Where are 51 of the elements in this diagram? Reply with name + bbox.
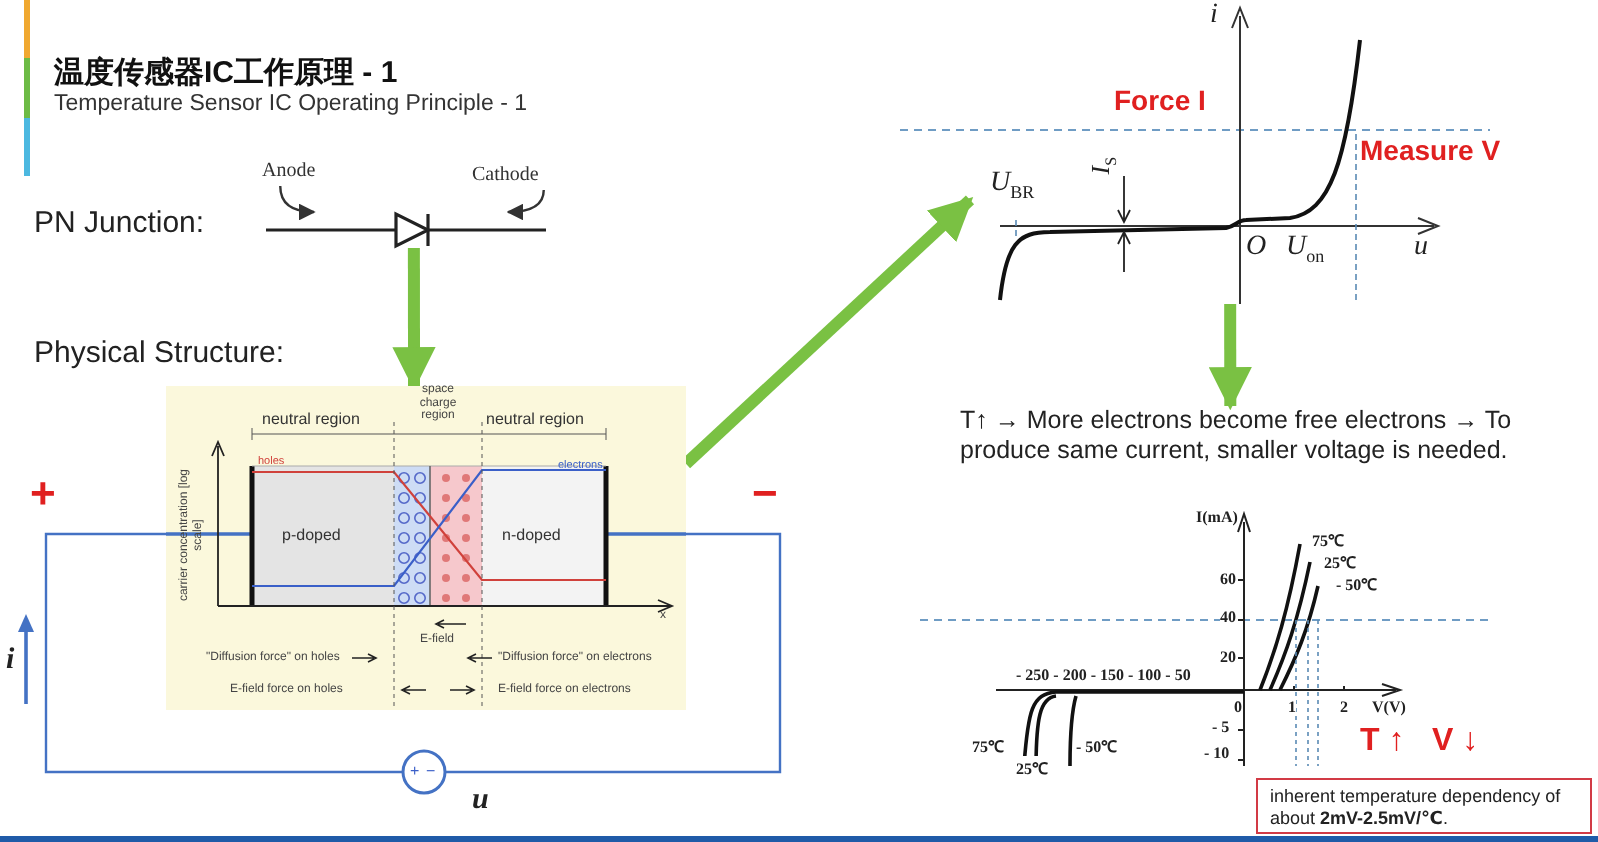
curve-label: - 50℃ [1336, 572, 1378, 594]
curve-label: 75℃ [1312, 528, 1344, 550]
region-label: p-doped [282, 526, 341, 544]
explanation-text: T↑ → More electrons become free electrons → To produce same current, smaller voltage is needed. [960, 406, 1514, 466]
tick-label: - 10 [1204, 744, 1230, 762]
region-label: neutral region [486, 410, 586, 428]
curve-label: 75℃ [972, 734, 1004, 756]
tick-label: - 5 [1212, 718, 1230, 736]
axis-label: O [1246, 232, 1267, 264]
voltage-label: U$_{BR}$ [990, 168, 1035, 202]
axis-label: i [1210, 0, 1218, 32]
tick-label: 1 [1288, 698, 1296, 716]
polarity-sign: − [426, 764, 436, 780]
electrode-label: Anode [262, 160, 316, 182]
voltage-label: U$_{on}$ [1286, 232, 1325, 266]
annotation: Force I [1114, 84, 1206, 116]
tick-label: 0 [1234, 698, 1242, 716]
tick-label: 40 [1220, 608, 1236, 626]
region-label: neutral region [262, 410, 362, 428]
axis-label: u [1414, 232, 1428, 264]
curve-label: 25℃ [1324, 550, 1356, 572]
axis-label: I(mA) [1196, 508, 1238, 526]
annotation: Measure V [1360, 134, 1501, 166]
leader-arrow [279, 185, 316, 220]
axis-label: V(V) [1372, 698, 1406, 716]
leader-arrow [506, 189, 545, 220]
curve-label: - 50℃ [1076, 734, 1118, 756]
voltage-symbol: u [472, 784, 489, 818]
note-text: inherent temperature dependency of about 2mV-2.5mV/℃. [1270, 786, 1563, 830]
annotation: V ↓ [1432, 724, 1479, 760]
section-heading: Physical Structure: [34, 336, 285, 370]
polarity-sign: + [410, 764, 420, 780]
flow-arrow [392, 247, 436, 391]
curve-label: 25℃ [1016, 756, 1048, 778]
polarity-sign: − [752, 472, 778, 516]
tick-label: - 250 - 200 - 150 - 100 - 50 [1016, 666, 1191, 684]
tick-label: 60 [1220, 570, 1236, 588]
tick-label: 2 [1340, 698, 1348, 716]
region-label: n-doped [502, 526, 561, 544]
title: 温度传感器IC工作原理 - 1 [54, 54, 398, 92]
polarity-sign: + [30, 472, 56, 516]
section-heading: PN Junction: [34, 206, 205, 240]
subtitle: Temperature Sensor IC Operating Principle - 1 [54, 92, 527, 116]
annotation: T ↑ [1360, 724, 1405, 760]
flow-arrow [1208, 304, 1252, 411]
current-symbol: i [6, 644, 15, 678]
tick-label: 20 [1220, 648, 1236, 666]
circuit-wire [44, 532, 402, 774]
electrode-label: Cathode [472, 164, 539, 186]
note-box [1256, 778, 1592, 834]
circuit-wire [446, 532, 782, 774]
